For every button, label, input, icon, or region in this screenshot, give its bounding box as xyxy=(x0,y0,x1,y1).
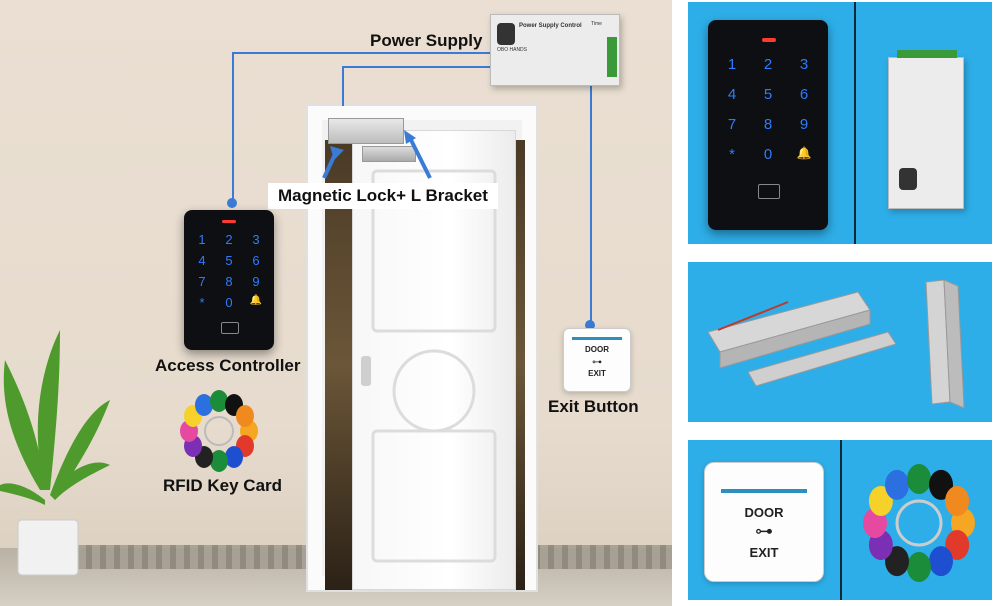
key: 7 xyxy=(198,274,206,289)
rfid-fob xyxy=(868,486,893,516)
key: 1 xyxy=(727,56,737,73)
rfid-fob xyxy=(885,469,909,500)
key: 8 xyxy=(225,274,233,289)
psu-time: Time xyxy=(591,21,602,27)
panel-exit-fobs: DOOR ⊶ EXIT xyxy=(688,440,992,600)
panel-divider xyxy=(854,2,856,244)
key-icon: ⊶ xyxy=(755,521,773,541)
panel-maglock xyxy=(688,262,992,422)
rfid-fob xyxy=(195,394,213,417)
label-access-controller: Access Controller xyxy=(155,356,301,375)
key: 6 xyxy=(252,253,260,268)
key: 🔔 xyxy=(249,295,263,306)
key: 3 xyxy=(799,56,809,73)
rfid-fob xyxy=(210,450,228,472)
key-icon: ⊶ xyxy=(592,357,602,368)
exit-button-image: DOOR ⊶ EXIT xyxy=(563,328,631,392)
rfid-fob xyxy=(885,546,909,577)
key: 6 xyxy=(799,86,809,103)
l-bracket-image xyxy=(362,146,416,162)
key: 7 xyxy=(727,116,737,133)
panel-divider xyxy=(840,440,842,600)
key: 5 xyxy=(763,86,773,103)
exit-text-door: DOOR xyxy=(585,345,609,354)
psu-product-image xyxy=(888,50,964,209)
rfid-fob xyxy=(225,445,243,468)
terminal-block xyxy=(897,50,957,58)
rfid-fob xyxy=(929,546,953,577)
keypad-product-image: 1 2 3 4 5 6 7 8 9 * 0 🔔 xyxy=(708,20,828,230)
rfid-fob xyxy=(235,405,254,427)
psu-logo xyxy=(899,168,917,190)
wire-lock-top xyxy=(342,66,494,68)
key: 8 xyxy=(763,116,773,133)
key: 3 xyxy=(252,232,260,247)
psu-title: Power Supply Control xyxy=(519,23,582,29)
rfid-fob xyxy=(210,390,228,412)
key: 🔔 xyxy=(796,146,812,160)
wire-node xyxy=(227,198,237,208)
key: 0 xyxy=(225,295,233,310)
card-icon xyxy=(221,322,239,334)
installation-scene: Power Supply Control Time OBO HANDS Powe… xyxy=(0,0,672,606)
rfid-fobs-product-image xyxy=(854,458,984,588)
exit-text-exit: EXIT xyxy=(749,545,779,560)
exit-text-door: DOOR xyxy=(744,505,784,520)
exit-button-product-image: DOOR ⊶ EXIT xyxy=(704,462,824,582)
plant-image xyxy=(0,290,110,580)
wire-lock xyxy=(342,66,344,106)
label-magnetic-lock: Magnetic Lock+ L Bracket xyxy=(268,183,498,209)
arrows-icon xyxy=(322,130,432,179)
exit-bar xyxy=(721,489,807,493)
key: 9 xyxy=(252,274,260,289)
key: * xyxy=(199,295,205,310)
rfid-fob xyxy=(907,552,931,582)
key: 4 xyxy=(198,253,206,268)
key: 2 xyxy=(225,232,233,247)
rfid-fob xyxy=(945,486,970,516)
rfid-fob xyxy=(945,530,970,560)
wire-exit xyxy=(590,80,592,325)
key: 2 xyxy=(763,56,773,73)
wire-node xyxy=(585,320,595,330)
rfid-fob xyxy=(929,469,953,500)
rfid-fob xyxy=(907,464,931,494)
key: 5 xyxy=(225,253,233,268)
key: 9 xyxy=(799,116,809,133)
status-led xyxy=(222,220,236,223)
panel-keypad-psu: 1 2 3 4 5 6 7 8 9 * 0 🔔 xyxy=(688,2,992,244)
wire-keypad xyxy=(232,52,234,202)
maglock-product-image xyxy=(707,279,965,409)
key: 1 xyxy=(198,232,206,247)
key: 0 xyxy=(763,146,773,163)
rfid-fobs-image xyxy=(172,388,266,474)
exit-text-exit: EXIT xyxy=(588,369,606,378)
psu-logo xyxy=(497,23,515,45)
psu-brand: OBO HANDS xyxy=(497,47,528,53)
key: * xyxy=(729,146,735,163)
key: 4 xyxy=(727,86,737,103)
label-exit-button: Exit Button xyxy=(548,397,639,416)
terminal-block xyxy=(607,37,617,77)
status-led xyxy=(762,38,776,42)
label-power-supply: Power Supply xyxy=(370,31,483,50)
power-supply-image: Power Supply Control Time OBO HANDS xyxy=(490,14,620,86)
exit-bar xyxy=(572,337,622,340)
card-icon xyxy=(758,184,780,199)
label-rfid-card: RFID Key Card xyxy=(163,476,283,495)
wire-keypad-top xyxy=(232,52,494,54)
access-controller-image: 1 2 3 4 5 6 7 8 9 * 0 🔔 xyxy=(184,210,274,350)
magnetic-lock-image xyxy=(328,118,404,144)
